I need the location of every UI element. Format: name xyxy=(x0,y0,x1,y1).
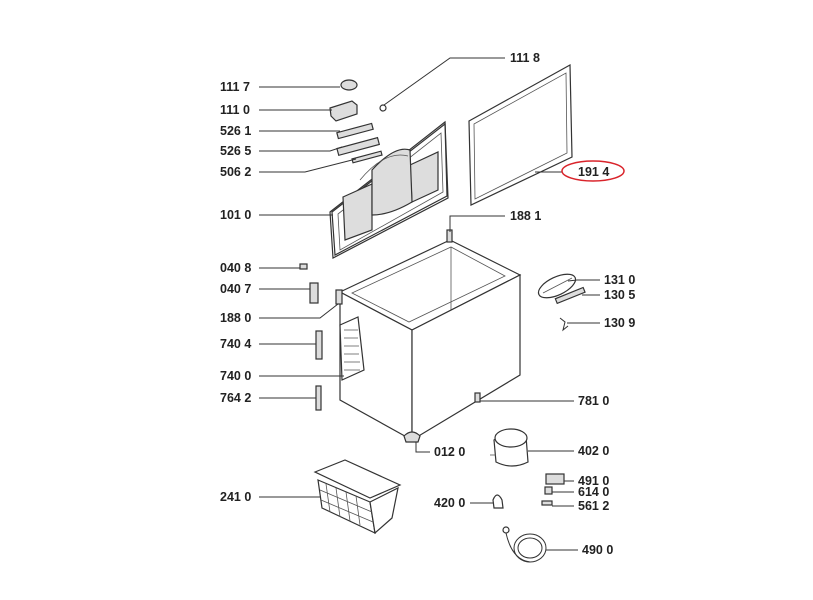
part-7810[interactable] xyxy=(474,392,481,403)
part-1118[interactable] xyxy=(379,104,387,112)
highlight-ring-1914 xyxy=(561,160,625,182)
compressor-part-4020[interactable] xyxy=(490,428,529,467)
gasket-part-1914[interactable] xyxy=(468,63,573,206)
part-7642[interactable] xyxy=(315,385,322,411)
label-0407[interactable]: 040 7 xyxy=(220,282,251,296)
label-4200[interactable]: 420 0 xyxy=(434,496,465,510)
part-labels: 111 7 111 0 526 1 526 5 506 2 101 0 111 … xyxy=(220,51,635,557)
part-4200[interactable] xyxy=(492,494,504,509)
part-4910[interactable] xyxy=(545,473,565,485)
label-1881[interactable]: 188 1 xyxy=(510,209,541,223)
label-1118[interactable]: 111 8 xyxy=(510,51,540,65)
label-4910[interactable]: 491 0 xyxy=(578,474,609,488)
part-5062[interactable] xyxy=(351,150,383,164)
label-7400[interactable]: 740 0 xyxy=(220,369,251,383)
label-5261[interactable]: 526 1 xyxy=(220,124,251,138)
label-6140[interactable]: 614 0 xyxy=(578,485,609,499)
part-5612[interactable] xyxy=(541,500,553,506)
part-5265[interactable] xyxy=(336,136,381,157)
cabinet-part[interactable] xyxy=(335,229,522,442)
power-cord-part-4900[interactable] xyxy=(502,526,547,563)
label-4020[interactable]: 402 0 xyxy=(578,444,609,458)
part-6140[interactable] xyxy=(544,486,553,495)
label-1914[interactable]: 191 4 xyxy=(578,165,609,179)
label-7404[interactable]: 740 4 xyxy=(220,337,251,351)
part-0120[interactable] xyxy=(403,431,421,443)
label-0408[interactable]: 040 8 xyxy=(220,261,251,275)
label-1010[interactable]: 101 0 xyxy=(220,208,251,222)
label-0120[interactable]: 012 0 xyxy=(434,445,465,459)
condenser-part-7400[interactable] xyxy=(339,316,365,381)
label-1305[interactable]: 130 5 xyxy=(604,288,635,302)
label-7810[interactable]: 781 0 xyxy=(578,394,609,408)
part-7404[interactable] xyxy=(315,330,323,360)
leader-lines xyxy=(259,57,600,551)
label-1880[interactable]: 188 0 xyxy=(220,311,251,325)
label-1309[interactable]: 130 9 xyxy=(604,316,635,330)
label-5062[interactable]: 506 2 xyxy=(220,165,251,179)
lid-part[interactable] xyxy=(329,120,449,259)
label-2410[interactable]: 241 0 xyxy=(220,490,251,504)
label-1117[interactable]: 111 7 xyxy=(220,80,250,94)
part-0407[interactable] xyxy=(309,282,319,304)
part-1110[interactable] xyxy=(329,100,358,122)
part-1309[interactable] xyxy=(559,317,569,332)
label-1110[interactable]: 111 0 xyxy=(220,103,250,117)
label-4900[interactable]: 490 0 xyxy=(582,543,613,557)
part-1305[interactable] xyxy=(554,286,586,305)
label-7642[interactable]: 764 2 xyxy=(220,391,251,405)
part-1117[interactable] xyxy=(340,79,358,91)
label-5265[interactable]: 526 5 xyxy=(220,144,251,158)
label-1310[interactable]: 131 0 xyxy=(604,273,635,287)
part-0408[interactable] xyxy=(299,263,308,270)
part-5261[interactable] xyxy=(336,122,374,140)
basket-part-2410[interactable] xyxy=(313,459,402,535)
label-5612[interactable]: 561 2 xyxy=(578,499,609,513)
